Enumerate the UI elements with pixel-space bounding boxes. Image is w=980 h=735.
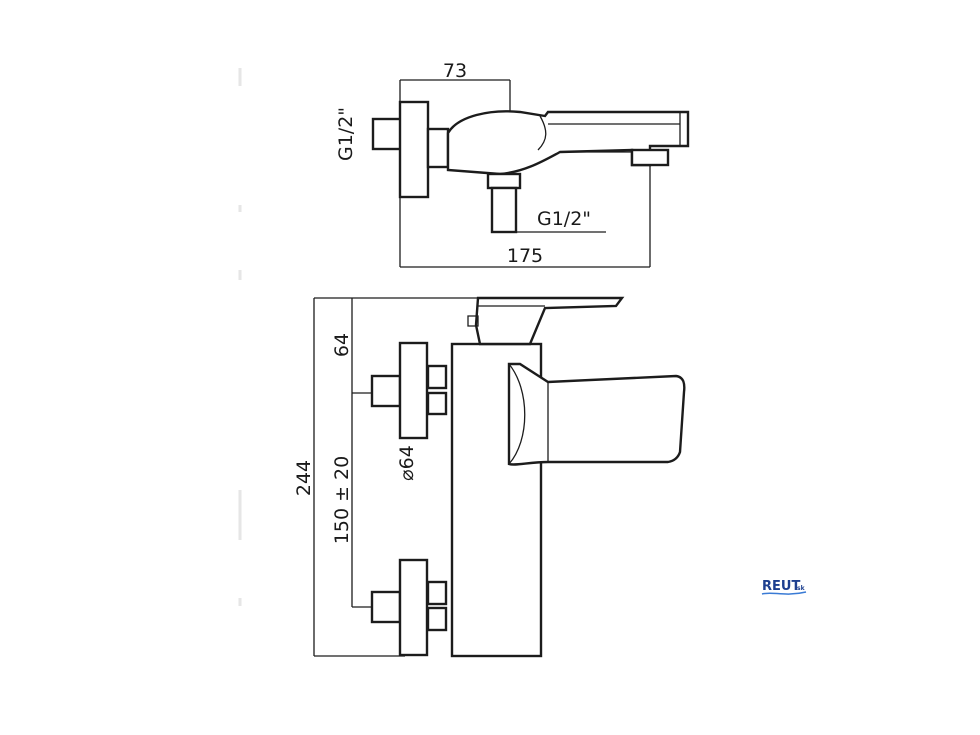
reut-logo: REUT sk [761,579,807,595]
dimension-64: 64 [331,298,372,394]
upper-flange [398,341,429,440]
dimension-150: 150 ± 20 [331,393,372,608]
dimension-73: 73 [399,60,511,112]
dimension-175: 175 [399,165,651,268]
dim-64-label: 64 [331,333,353,357]
top-view: 73 G1/2" G1/2" 175 [335,60,690,268]
dim-150-label: 150 ± 20 [331,456,353,544]
outlet-nut [486,172,522,190]
outlet-stub [490,186,518,234]
outlet-thread-label: G1/2" [537,208,591,230]
logo-suffix-text: sk [797,585,806,592]
front-view: 244 64 150 ± 20 ⌀64 [293,296,686,658]
mixer-body-top [446,110,690,176]
logo-wave-icon [761,591,807,595]
dim-175-label: 175 [507,245,543,267]
spout-front [507,362,686,466]
outlet-thread-callout: G1/2" [516,208,606,233]
upper-connection [370,341,448,440]
flange-nut-top [426,127,450,169]
dim-244-label: 244 [293,460,315,496]
inlet-thread-label: G1/2" [335,107,357,161]
inlet-stub [371,117,403,151]
flange-diameter-label: ⌀64 [396,445,418,481]
mixer-lever [474,296,625,346]
lower-connection [370,558,448,657]
aerator-top [630,148,670,167]
wall-flange-top [398,100,430,199]
dim-73-label: 73 [443,60,467,82]
lower-flange [398,558,429,657]
logo-main-text: REUT [762,579,800,594]
dimension-244: 244 [293,297,490,657]
